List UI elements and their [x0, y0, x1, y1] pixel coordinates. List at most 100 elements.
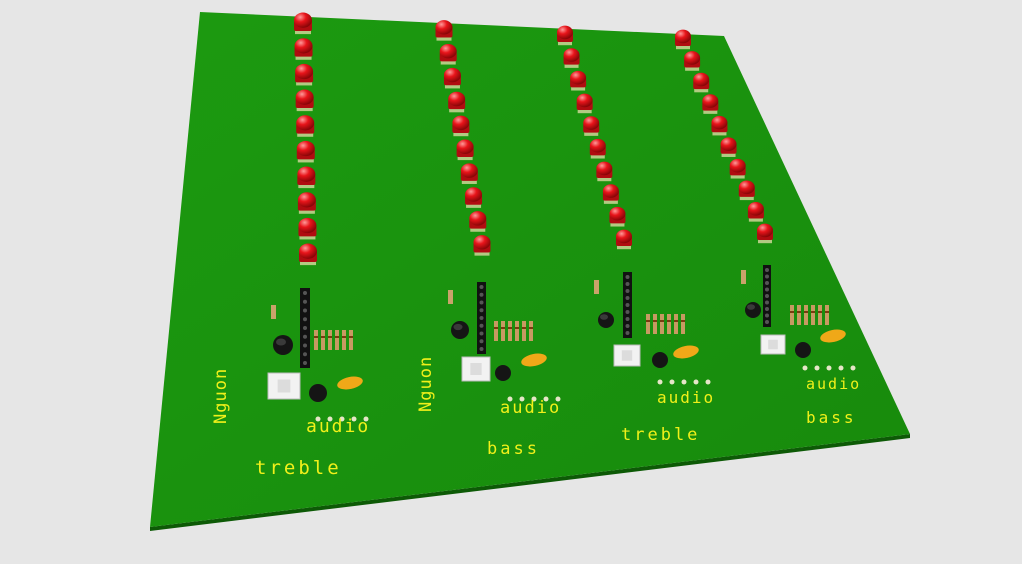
led-dome: [602, 184, 619, 198]
solder-pad: [555, 396, 561, 402]
led: [563, 48, 580, 68]
led: [720, 137, 737, 157]
ceramic-capacitor: [673, 345, 699, 359]
ic-pin: [625, 324, 630, 328]
led-dome: [297, 192, 316, 208]
driver-circuit-1: [267, 288, 369, 422]
resistor: [811, 305, 815, 325]
led-pad: [564, 63, 579, 68]
led-dome: [469, 211, 487, 226]
solder-pad: [850, 365, 856, 371]
resistor-band: [314, 336, 318, 338]
led-bars-layer: [294, 12, 773, 266]
led: [596, 161, 613, 182]
resistor: [660, 314, 664, 334]
led: [609, 206, 626, 227]
led: [294, 12, 312, 35]
resistor-band: [494, 327, 498, 329]
led: [616, 229, 632, 250]
pcb-board: [150, 12, 910, 527]
led-dome: [576, 93, 593, 108]
ic-pin: [765, 320, 769, 324]
resistor-band: [811, 311, 815, 313]
label-bass-2: bass: [806, 408, 857, 427]
ic-pin: [765, 313, 769, 318]
solder-pad: [681, 379, 687, 385]
driver-circuit-4: [741, 265, 856, 371]
resistor: [741, 270, 746, 284]
led: [469, 211, 487, 232]
ic-pin: [479, 292, 484, 297]
resistor: [314, 330, 318, 350]
electrolytic-capacitor: [745, 302, 761, 318]
ic-pin: [303, 291, 307, 295]
led-dome: [757, 223, 773, 238]
resistor: [349, 330, 353, 350]
solder-pad: [351, 416, 357, 422]
led-pad: [470, 227, 486, 232]
ic-pin: [303, 317, 307, 322]
ic-pin: [303, 334, 307, 339]
capacitor-top: [276, 338, 286, 346]
solder-pad: [838, 365, 844, 371]
resistor: [501, 321, 505, 341]
label-bass-1: bass: [487, 439, 540, 459]
label-audio-1: audio: [306, 416, 370, 437]
led-dome: [684, 51, 701, 65]
led: [299, 243, 317, 266]
ceramic-capacitor: [521, 353, 547, 367]
ic-pin: [625, 275, 630, 279]
led-pad: [577, 109, 592, 114]
resistor: [790, 305, 794, 325]
ic-pin: [479, 316, 484, 320]
led-pad: [296, 81, 313, 86]
solder-pad: [693, 379, 699, 385]
resistor-band: [646, 320, 650, 322]
label-audio-2: audio: [500, 398, 561, 418]
ic-pin: [303, 299, 307, 304]
led-dome: [589, 138, 606, 153]
led-pad: [610, 222, 625, 227]
led-pad: [297, 158, 314, 163]
label-nguon-1: Nguon: [211, 368, 231, 424]
led-pad: [440, 60, 456, 65]
electrolytic-capacitor: [451, 321, 469, 339]
led-bar-2: [435, 20, 491, 256]
led-dome: [563, 48, 580, 62]
label-audio-4: audio: [806, 375, 861, 393]
resistor-band: [653, 320, 657, 322]
ic-pin: [625, 303, 630, 307]
ic-pin: [479, 323, 484, 328]
switch-actuator: [277, 379, 291, 393]
resistor-band: [529, 327, 533, 329]
led-dome: [702, 94, 719, 108]
resistor-band: [515, 327, 519, 329]
led: [435, 20, 453, 41]
led-dome: [448, 91, 466, 107]
led-pad: [748, 217, 763, 222]
solder-pad: [669, 379, 675, 385]
pcb-board-edge: [150, 434, 910, 531]
resistor: [522, 321, 526, 341]
ic-pin: [765, 307, 769, 311]
led: [747, 202, 764, 222]
led-pad: [730, 174, 745, 179]
led-pad: [300, 261, 316, 266]
label-nguon-2: Nguon: [416, 356, 436, 412]
resistor-band: [797, 311, 801, 313]
led: [296, 140, 315, 163]
electrolytic-capacitor: [495, 365, 511, 381]
resistor-band: [804, 311, 808, 313]
led: [465, 187, 483, 208]
resistor: [335, 330, 339, 350]
led-pad: [299, 235, 316, 240]
resistor: [508, 321, 512, 341]
ic-pin: [303, 343, 307, 348]
led: [757, 223, 773, 244]
led: [583, 116, 600, 136]
led-dome: [720, 137, 737, 151]
led-pad: [617, 245, 631, 250]
ic-pin: [765, 281, 769, 285]
led: [702, 94, 719, 114]
